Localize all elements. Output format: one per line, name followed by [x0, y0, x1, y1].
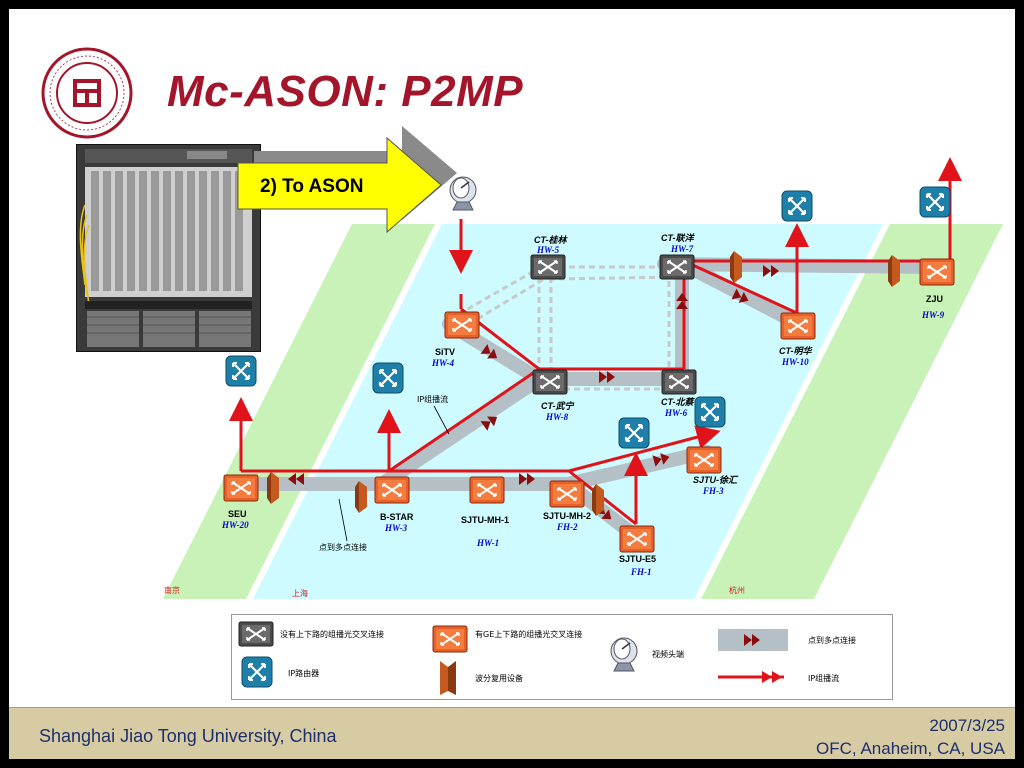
region-label-nanjing: 南京 — [164, 585, 180, 595]
legend-oxc-icon — [238, 621, 274, 647]
oxc-ge-node-seu — [223, 474, 259, 502]
hw-zju: HW-9 — [921, 310, 945, 320]
annotation-ip-multicast: IP组播流 — [417, 394, 448, 404]
slide: Mc-ASON: P2MP — [9, 9, 1015, 759]
label-sitv: SiTV — [435, 347, 455, 357]
label-sjtu-xuhui: SJTU-徐汇 — [693, 475, 739, 485]
hw-ct-guilin: HW-5 — [536, 245, 560, 255]
legend-oxc-ge-label: 有GE上下路的组播光交叉连接 — [475, 629, 582, 639]
oxc-node-ct-guilin — [530, 254, 566, 280]
hw-bstar: HW-3 — [384, 523, 408, 533]
label-seu: SEU — [228, 509, 247, 519]
region-hangzhou — [701, 224, 1003, 599]
label-ct-minghua: CT-明华 — [779, 346, 813, 356]
network-diagram: 2) To ASON CT-桂林 HW-5 CT-联洋 HW-7 ZJU HW-… — [163, 126, 1003, 599]
slide-title: Mc-ASON: P2MP — [167, 67, 524, 116]
oxc-ge-node-sjtu-xuhui — [686, 446, 722, 474]
hw-seu: HW-20 — [221, 520, 249, 530]
hw-sjtu-e5: FH-1 — [630, 567, 652, 577]
legend-multicast-label: IP组播流 — [808, 673, 839, 683]
label-sjtu-mh1: SJTU-MH-1 — [461, 515, 509, 525]
legend-video-terminal-label: 视频头端 — [652, 649, 684, 659]
hw-sjtu-mh2: FH-2 — [556, 522, 578, 532]
legend-multicast-arrow-icon — [718, 671, 784, 683]
oxc-ge-node-bstar — [374, 476, 410, 504]
hw-ct-minghua: HW-10 — [781, 357, 809, 367]
annotation-p2mp: 点到多点连接 — [319, 542, 367, 552]
legend-router-icon — [240, 655, 274, 689]
legend-wdm-label: 波分复用设备 — [475, 673, 523, 683]
hw-ct-lianyang: HW-7 — [670, 244, 694, 254]
ip-router-zju — [918, 185, 952, 219]
region-nanjing — [163, 224, 435, 599]
oxc-ge-node-sjtu-e5 — [619, 525, 655, 553]
hw-sjtu-mh1: HW-1 — [476, 538, 499, 548]
oxc-ge-node-ct-minghua — [780, 312, 816, 340]
video-terminal-icon — [449, 176, 477, 211]
label-ct-wuning: CT-武宁 — [541, 401, 574, 411]
ip-router-sjtu-e5 — [617, 416, 651, 450]
region-label-shanghai: 上海 — [292, 588, 308, 598]
label-ct-guilin: CT-桂林 — [534, 235, 568, 245]
footer: Shanghai Jiao Tong University, China 200… — [9, 707, 1015, 759]
legend-wdm-icon — [440, 661, 456, 695]
legend-p2mp-label: 点到多点连接 — [808, 635, 856, 645]
legend-router-label: IP路由器 — [288, 668, 319, 678]
equipment-rack-photo — [76, 144, 261, 352]
footer-date: 2007/3/25 — [929, 716, 1005, 735]
annotation-ip-multicast-leader — [433, 405, 450, 435]
region-shanghai — [253, 224, 883, 599]
label-sjtu-e5: SJTU-E5 — [619, 554, 656, 564]
annotation-p2mp-leader — [338, 498, 348, 542]
oxc-node-ct-lianyang — [659, 254, 695, 280]
oxc-ge-node-sjtu-mh1 — [469, 476, 505, 504]
oxc-ge-node-zju — [919, 258, 955, 286]
ip-router-seu — [224, 354, 258, 388]
university-seal-icon — [41, 47, 133, 139]
ip-router-ct-minghua — [780, 189, 814, 223]
label-bstar: B-STAR — [380, 512, 414, 522]
label-sjtu-mh2: SJTU-MH-2 — [543, 511, 591, 521]
ip-router-sjtu-xuhui — [693, 395, 727, 429]
hw-sjtu-xuhui: FH-3 — [702, 486, 724, 496]
oxc-ge-node-sitv — [444, 311, 480, 339]
oxc-node-ct-wuning — [532, 369, 568, 395]
hw-ct-wuning: HW-8 — [545, 412, 569, 422]
footer-conference: OFC, Anaheim, CA, USA — [816, 739, 1005, 758]
label-ct-lianyang: CT-联洋 — [661, 233, 695, 243]
legend-oxc-ge-icon — [432, 625, 468, 653]
ip-multicast-path — [229, 157, 962, 526]
label-ct-beicai: CT-北蔡 — [661, 397, 695, 407]
ip-router-bstar — [371, 361, 405, 395]
hw-sitv: HW-4 — [431, 358, 455, 368]
footer-affiliation: Shanghai Jiao Tong University, China — [39, 726, 337, 746]
callout-arrow: 2) To ASON — [237, 126, 457, 234]
region-label-hangzhou: 杭州 — [729, 585, 745, 595]
oxc-node-ct-beicai — [661, 369, 697, 395]
callout-label: 2) To ASON — [260, 176, 363, 197]
hw-ct-beicai: HW-6 — [664, 408, 688, 418]
label-zju: ZJU — [926, 294, 943, 304]
legend: 没有上下路的组播光交叉连接 有GE上下路的组播光交叉连接 视频头端 点到多点连接… — [231, 614, 893, 700]
legend-oxc-label: 没有上下路的组播光交叉连接 — [280, 629, 384, 639]
oxc-ge-node-sjtu-mh2 — [549, 480, 585, 508]
legend-video-terminal-icon — [610, 637, 638, 672]
